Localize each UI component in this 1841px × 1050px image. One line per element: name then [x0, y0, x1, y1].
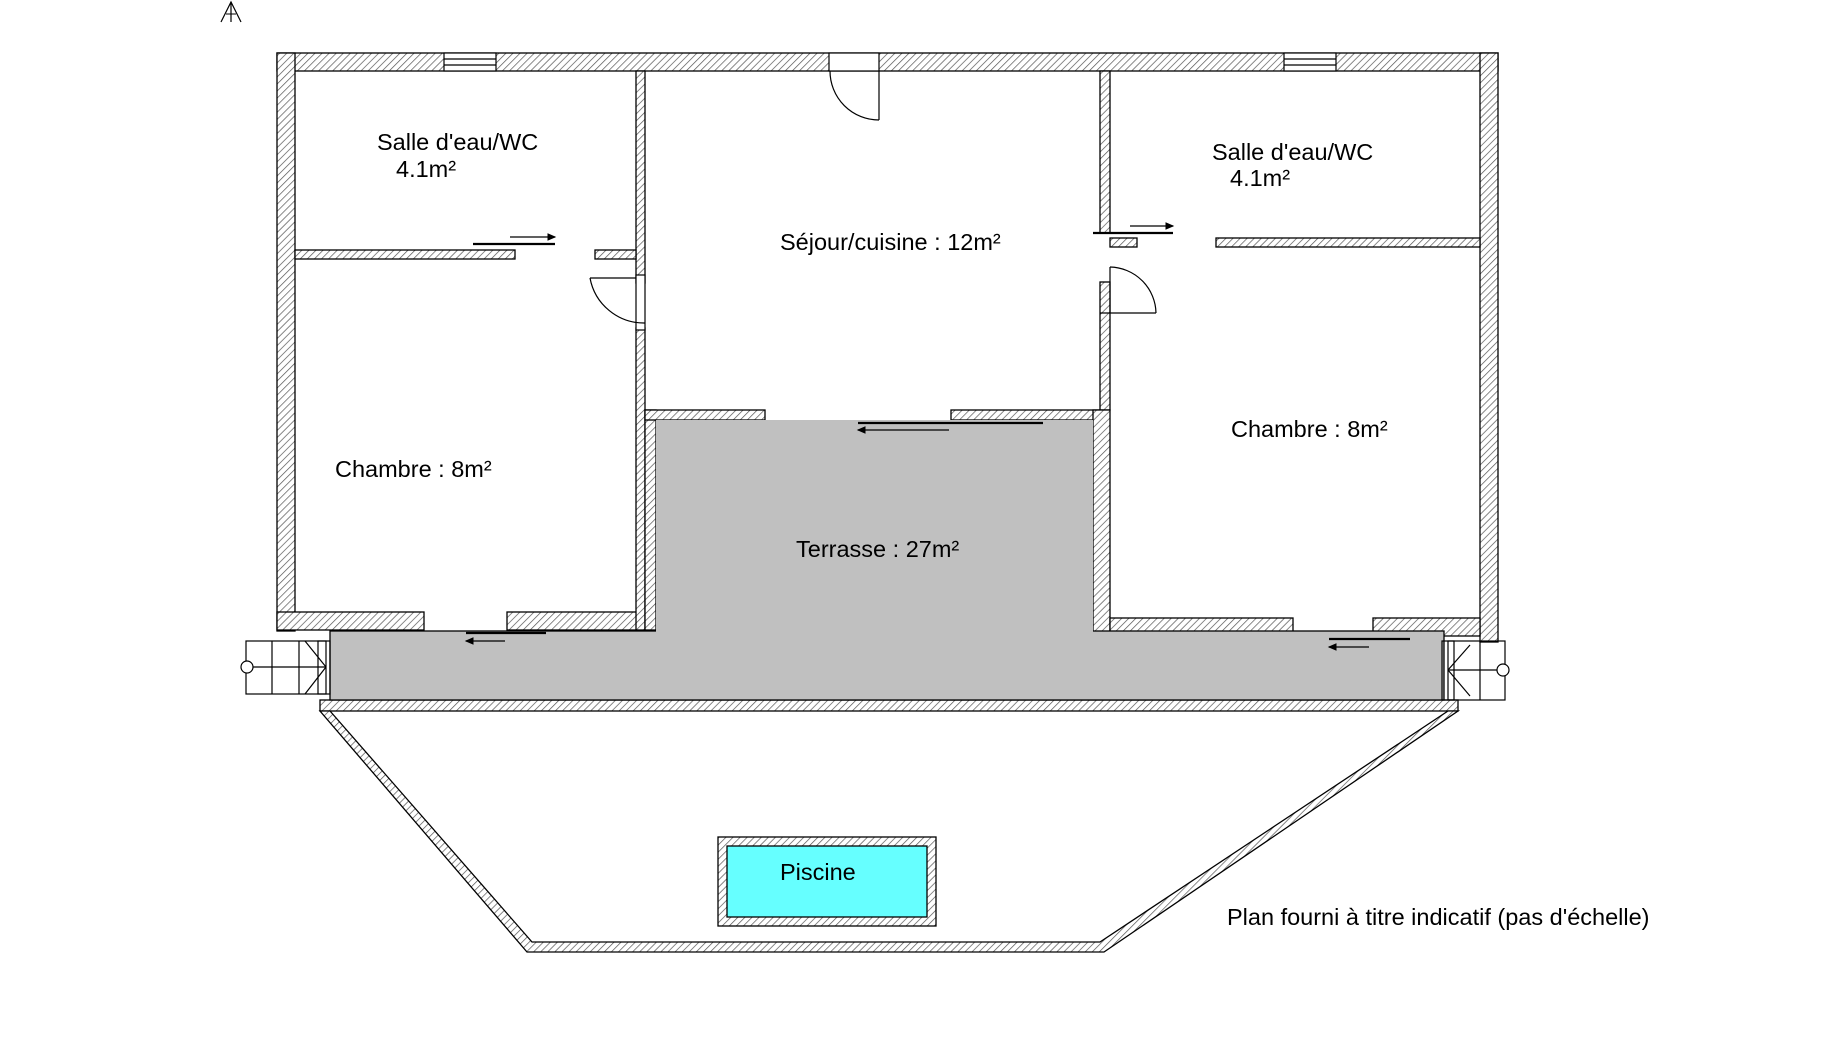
terrace	[329, 420, 1445, 701]
pool-label: Piscine	[780, 859, 856, 885]
bath-right-area: 4.1m²	[1230, 165, 1290, 191]
wall-right-outer	[1479, 52, 1499, 643]
wall-left-wing-right-lower	[635, 327, 646, 631]
bath-right-name: Salle d'eau/WC	[1212, 139, 1373, 165]
pool-deck	[318, 710, 1461, 953]
steps-right	[1441, 640, 1510, 701]
pool	[717, 836, 937, 927]
wall-terrace-bottom	[319, 699, 1459, 712]
sliding-doors	[464, 222, 1410, 651]
wall-terrace-left	[644, 409, 657, 631]
walls	[276, 52, 1499, 712]
wall-left-wing-right	[635, 70, 646, 284]
wall-bedroom-left-bottom-a	[276, 611, 425, 631]
wall-bath-right-partition	[1109, 237, 1138, 248]
wall-bath-left-partition-b	[594, 249, 637, 260]
wall-living-bottom-b	[950, 409, 1102, 421]
wall-right-wing-left-lower	[1099, 281, 1111, 411]
wall-bath-left-partition	[294, 249, 516, 260]
bath-left-name: Salle d'eau/WC	[377, 129, 538, 155]
wall-living-bottom-a	[644, 409, 766, 421]
bath-left-area: 4.1m²	[396, 156, 456, 182]
bedroom-right-label: Chambre : 8m²	[1231, 416, 1388, 442]
windows	[443, 52, 1337, 72]
wall-bath-right-partition-b	[1215, 237, 1481, 248]
terrace-label: Terrasse : 27m²	[796, 536, 959, 562]
bedroom-left-label: Chambre : 8m²	[335, 456, 492, 482]
north-arrow-icon	[220, 0, 242, 23]
steps-left	[240, 640, 331, 695]
wall-right-wing-left	[1099, 70, 1111, 234]
wall-left-outer	[276, 52, 296, 632]
wall-bedroom-left-bottom-b	[506, 611, 655, 631]
living-label: Séjour/cuisine : 12m²	[780, 229, 1001, 255]
doors	[589, 52, 1157, 331]
wall-terrace-right	[1092, 409, 1111, 638]
room-labels: Salle d'eau/WC 4.1m² Salle d'eau/WC 4.1m…	[335, 129, 1649, 930]
plan-note: Plan fourni à titre indicatif (pas d'éch…	[1227, 904, 1649, 930]
